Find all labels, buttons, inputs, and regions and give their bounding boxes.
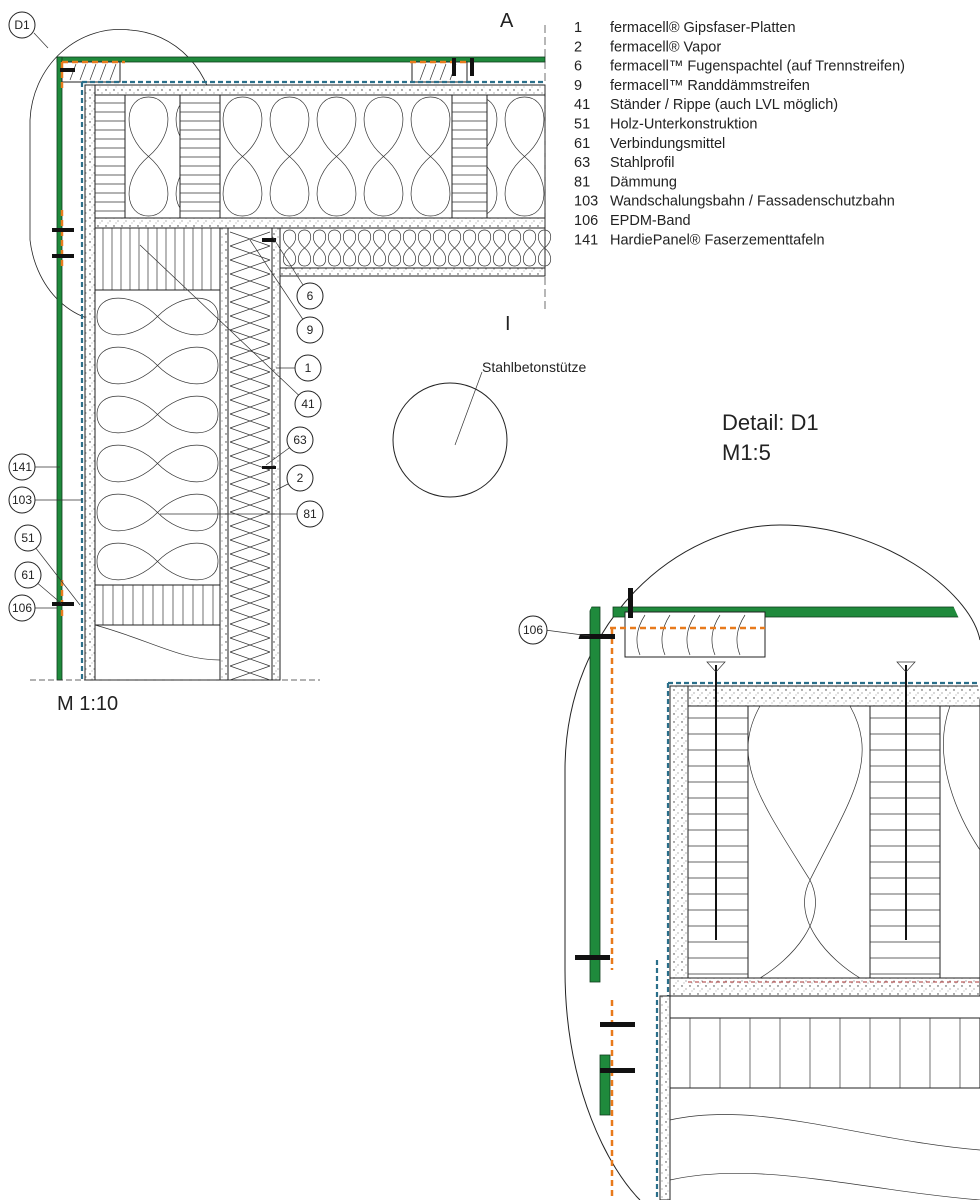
legend-item: 6 fermacell™ Fugenspachtel (auf Trennstre…	[574, 59, 905, 75]
detail-scale: M1:5	[722, 440, 771, 465]
legend-item: 106 EPDM-Band	[574, 213, 691, 229]
legend-text: Wandschalungsbahn / Fassadenschutzbahn	[610, 194, 895, 210]
svg-text:41: 41	[301, 397, 315, 411]
detail-callout-106: 106	[523, 623, 543, 637]
legend-item: 1 fermacell® Gipsfaser-Platten	[574, 20, 796, 36]
legend-number: 141	[574, 232, 598, 248]
svg-text:61: 61	[21, 568, 35, 582]
legend-number: 81	[574, 174, 590, 190]
callout-D1: D1	[8, 11, 36, 39]
outside-label: A	[500, 10, 514, 32]
legend-item: 9 fermacell™ Randdämmstreifen	[574, 78, 810, 94]
callout-81: 81	[160, 500, 324, 528]
callout-106: 106	[8, 594, 57, 622]
legend-item: 41 Ständer / Rippe (auch LVL möglich)	[574, 97, 838, 113]
legend-text: fermacell® Gipsfaser-Platten	[610, 20, 796, 36]
legend-item: 61 Verbindungsmittel	[574, 136, 725, 152]
legend-item: 141 HardiePanel® Faserzementtafeln	[574, 232, 825, 248]
column-label: Stahlbetonstütze	[482, 359, 587, 375]
legend-text: Stahlprofil	[610, 155, 674, 171]
svg-text:103: 103	[12, 493, 32, 507]
detail-d1	[544, 524, 980, 1200]
legend-item: 51 Holz-Unterkonstruktion	[574, 117, 757, 133]
legend-item: 81 Dämmung	[574, 174, 677, 190]
legend-text: EPDM-Band	[610, 213, 691, 229]
svg-text:81: 81	[303, 507, 317, 521]
callout-51: 51	[14, 524, 81, 606]
svg-text:141: 141	[12, 460, 32, 474]
legend-item: 63 Stahlprofil	[574, 155, 674, 171]
legend-item: 2 fermacell® Vapor	[574, 39, 721, 55]
legend: 1 fermacell® Gipsfaser-Platten 2 fermacell®…	[574, 20, 905, 248]
detail-title: Detail: D1	[722, 410, 819, 435]
svg-text:1: 1	[305, 361, 312, 375]
legend-number: 1	[574, 20, 582, 36]
legend-number: 41	[574, 97, 590, 113]
callout-1: 1	[276, 354, 322, 382]
legend-number: 106	[574, 213, 598, 229]
plan-scale: M 1:10	[57, 693, 118, 715]
callout-2: 2	[275, 464, 314, 492]
svg-text:6: 6	[307, 289, 314, 303]
legend-number: 2	[574, 39, 582, 55]
legend-number: 103	[574, 194, 598, 210]
svg-text:51: 51	[21, 531, 35, 545]
legend-number: 61	[574, 136, 590, 152]
legend-number: 9	[574, 78, 582, 94]
legend-number: 63	[574, 155, 590, 171]
legend-text: fermacell™ Randdämmstreifen	[610, 78, 810, 94]
legend-item: 103 Wandschalungsbahn / Fassadenschutzbah…	[574, 194, 895, 210]
legend-number: 51	[574, 117, 590, 133]
callout-41: 41	[139, 244, 322, 418]
callout-61: 61	[14, 561, 63, 605]
legend-text: Dämmung	[610, 174, 677, 190]
svg-text:63: 63	[293, 433, 307, 447]
callout-103: 103	[8, 486, 82, 514]
callout-63: 63	[265, 426, 314, 466]
callout-141: 141	[8, 453, 60, 481]
svg-text:D1: D1	[14, 18, 30, 32]
inside-label: I	[505, 313, 511, 335]
svg-text:106: 106	[12, 601, 32, 615]
legend-text: HardiePanel® Faserzementtafeln	[610, 232, 825, 248]
concrete-column	[392, 382, 508, 498]
svg-text:9: 9	[307, 323, 314, 337]
legend-text: Holz-Unterkonstruktion	[610, 117, 757, 133]
legend-text: Verbindungsmittel	[610, 136, 725, 152]
legend-number: 6	[574, 59, 582, 75]
legend-text: fermacell™ Fugenspachtel (auf Trennstrei…	[610, 59, 905, 75]
membrane-line	[80, 80, 545, 680]
cladding-panel-left	[56, 56, 63, 681]
svg-text:2: 2	[297, 471, 304, 485]
callout-6: 6	[271, 235, 324, 310]
callout-9: 9	[249, 239, 324, 344]
legend-text: Ständer / Rippe (auch LVL möglich)	[610, 97, 838, 113]
legend-text: fermacell® Vapor	[610, 39, 721, 55]
